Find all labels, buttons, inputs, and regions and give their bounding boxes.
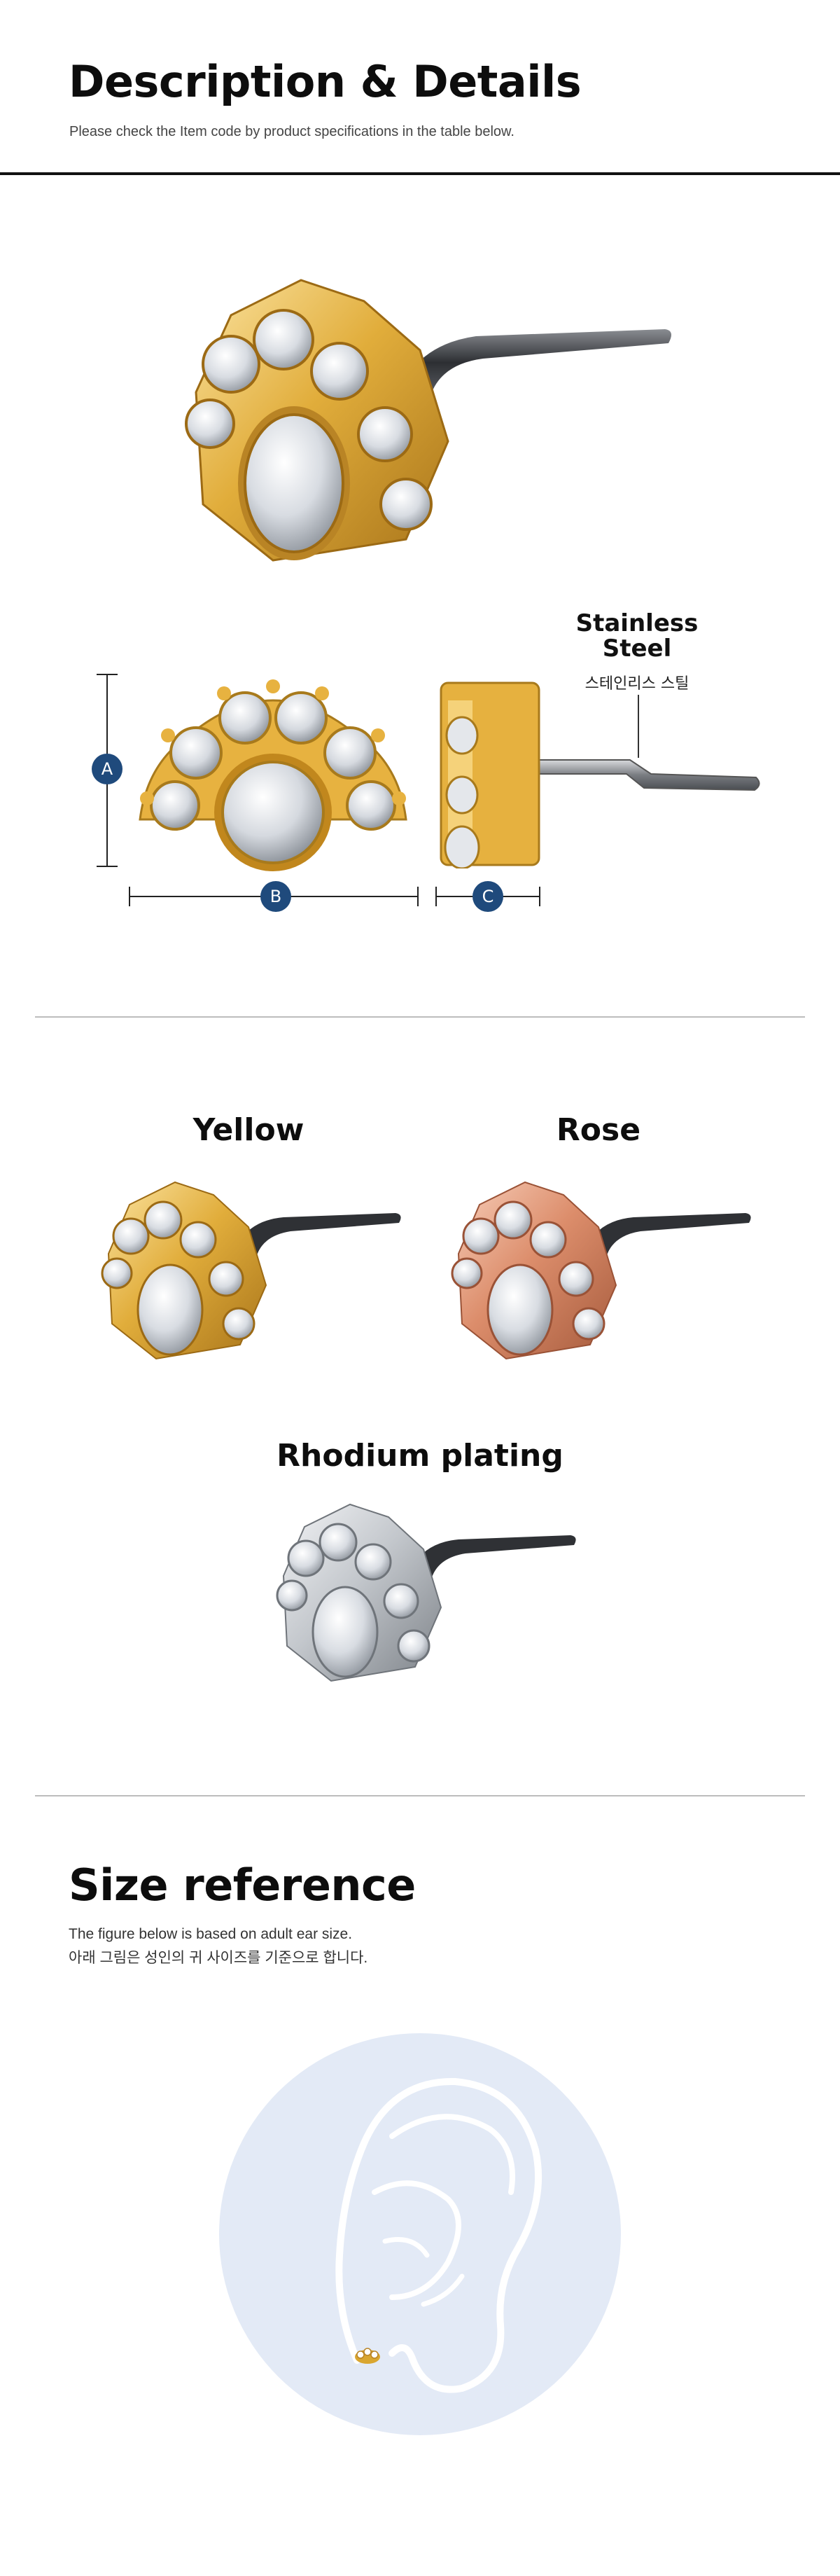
dim-a-cap-top bbox=[97, 674, 118, 675]
hero-earring-image bbox=[185, 279, 671, 562]
size-reference-title: Size reference bbox=[69, 1860, 416, 1911]
variant-image-rose bbox=[451, 1181, 751, 1360]
dim-a-cap-bottom bbox=[97, 866, 118, 867]
front-view-diagram bbox=[139, 679, 407, 871]
dim-a-badge: A bbox=[92, 754, 122, 784]
variant-image-yellow bbox=[101, 1181, 401, 1360]
dim-b-cap-right bbox=[417, 887, 419, 906]
variant-title-rose: Rose bbox=[556, 1112, 641, 1148]
header-divider bbox=[0, 172, 840, 175]
side-view-diagram bbox=[440, 681, 760, 868]
dim-c-cap-left bbox=[435, 887, 437, 906]
page-subtitle: Please check the Item code by product sp… bbox=[69, 124, 514, 139]
dim-c-badge: C bbox=[472, 881, 503, 912]
material-label: Stainless Steel bbox=[564, 611, 710, 661]
section-divider-1 bbox=[35, 1016, 805, 1018]
dim-c-cap-right bbox=[539, 887, 540, 906]
page-title: Description & Details bbox=[69, 56, 582, 107]
variant-title-yellow: Yellow bbox=[192, 1112, 304, 1148]
size-reference-line2: 아래 그림은 성인의 귀 사이즈를 기준으로 합니다. bbox=[69, 1950, 368, 1966]
material-label-en: Stainless Steel bbox=[575, 609, 699, 663]
ear-earring-marker bbox=[355, 2348, 380, 2364]
ear-size-illustration bbox=[219, 2033, 621, 2435]
variant-title-rhodium: Rhodium plating bbox=[276, 1438, 564, 1474]
dim-b-badge: B bbox=[260, 881, 291, 912]
dim-b-cap-left bbox=[129, 887, 130, 906]
material-pointer-line bbox=[638, 695, 639, 758]
material-label-kr: 스테인리스 스틸 bbox=[584, 675, 690, 693]
variant-image-rhodium bbox=[276, 1503, 576, 1682]
size-reference-line1: The figure below is based on adult ear s… bbox=[69, 1926, 353, 1942]
section-divider-2 bbox=[35, 1795, 805, 1796]
